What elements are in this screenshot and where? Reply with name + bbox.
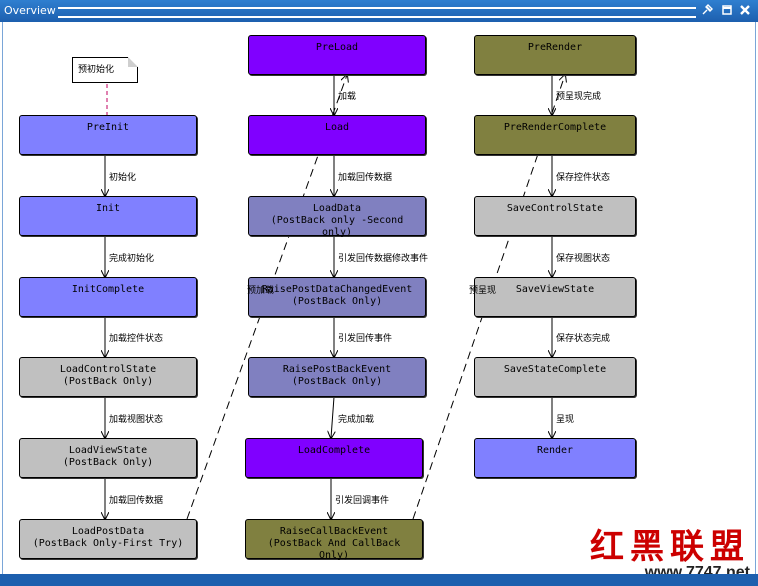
title-bar: Overview: [0, 0, 758, 22]
node-raisecallback[interactable]: RaiseCallBackEvent (PostBack And CallBac…: [245, 519, 423, 561]
status-bar: [0, 574, 758, 586]
edge-label: 呈现: [556, 414, 575, 425]
edge-label: 初始化: [109, 172, 137, 183]
close-icon[interactable]: [738, 3, 752, 18]
title-bar-grip: [58, 7, 696, 18]
edge-label: 预加载: [247, 286, 275, 296]
edge-label: 保存控件状态: [556, 172, 611, 183]
edge-label: 保存视图状态: [556, 253, 611, 264]
edge-label: 引发回调事件: [335, 495, 390, 506]
node-loaddata[interactable]: LoadData (PostBack only -Second only): [248, 196, 426, 238]
node-preload[interactable]: PreLoad: [248, 35, 426, 75]
pin-icon[interactable]: [700, 3, 714, 18]
node-prerender[interactable]: PreRender: [474, 35, 636, 75]
node-initcomplete[interactable]: InitComplete: [19, 277, 197, 317]
edge-label: 加载控件状态: [109, 334, 164, 344]
watermark-logo: 红黑联盟: [590, 527, 750, 567]
node-raisepostdatachanged[interactable]: RaisePostDataChangedEvent (PostBack Only…: [248, 277, 426, 317]
node-loadviewstate[interactable]: LoadViewState (PostBack Only): [19, 438, 197, 478]
node-prerendercomplete[interactable]: PreRenderComplete: [474, 115, 636, 155]
node-load[interactable]: Load: [248, 115, 426, 155]
node-init[interactable]: Init: [19, 196, 197, 236]
node-loadcomplete[interactable]: LoadComplete: [245, 438, 423, 478]
node-render[interactable]: Render: [474, 438, 636, 478]
edge-label: 加载视图状态: [109, 414, 164, 425]
edge-label: 加载回传数据: [109, 495, 164, 506]
node-preinit[interactable]: PreInit: [19, 115, 197, 155]
dock-icon[interactable]: [720, 3, 734, 18]
edge-label: 完成加载: [338, 414, 375, 425]
edge-label: 加载回传数据: [338, 172, 393, 183]
node-loadcontrolstate[interactable]: LoadControlState (PostBack Only): [19, 357, 197, 397]
edge-label: 预呈现完成: [556, 92, 602, 102]
edge-label: 引发回传数据修改事件: [338, 253, 429, 264]
window-title: Overview: [4, 4, 56, 17]
note-box: 预初始化: [72, 57, 138, 83]
node-saveviewstate[interactable]: SaveViewState: [474, 277, 636, 317]
node-savecontrolstate[interactable]: SaveControlState: [474, 196, 636, 236]
node-loadpostdata[interactable]: LoadPostData (PostBack Only-First Try): [19, 519, 197, 559]
edge-label: 引发回传事件: [338, 334, 393, 344]
node-savestatecomplete[interactable]: SaveStateComplete: [474, 357, 636, 397]
edge-label: 加载: [338, 92, 357, 102]
node-raisepostback[interactable]: RaisePostBackEvent (PostBack Only): [248, 357, 426, 397]
edge-label: 保存状态完成: [556, 334, 611, 344]
edge-label: 预呈现: [469, 286, 497, 296]
edge-raisepostback-loadcomplete: [331, 396, 334, 438]
edge-label: 完成初始化: [109, 253, 155, 264]
